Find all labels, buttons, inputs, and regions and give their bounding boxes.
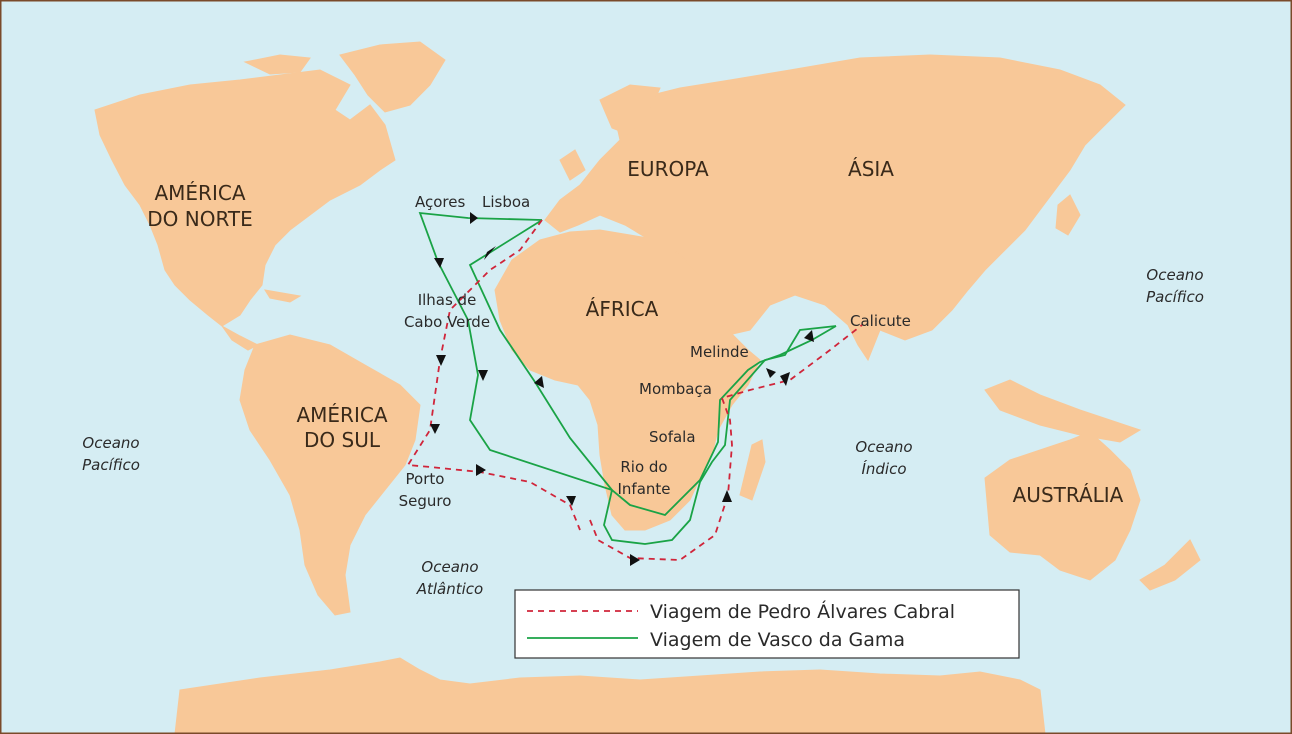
new-zealand bbox=[1139, 539, 1201, 591]
label-cabo-verde-1: Ilhas de bbox=[418, 291, 477, 309]
label-sofala: Sofala bbox=[649, 428, 696, 446]
label-cabo-verde-2: Cabo Verde bbox=[404, 313, 490, 331]
australia bbox=[984, 431, 1141, 581]
arrow bbox=[476, 464, 486, 476]
gama-route-return bbox=[468, 219, 837, 545]
arctic-islands bbox=[243, 54, 311, 75]
british-isles bbox=[559, 149, 586, 181]
arrow bbox=[484, 246, 496, 260]
arrow bbox=[478, 370, 488, 381]
madagascar bbox=[739, 439, 766, 501]
label-oceano-indico-1: Oceano bbox=[855, 438, 912, 456]
label-mombaca: Mombaça bbox=[639, 380, 712, 398]
label-oceano-pacifico-oeste-1: Oceano bbox=[82, 434, 139, 452]
scandinavia bbox=[599, 84, 661, 136]
arrow bbox=[780, 372, 790, 386]
label-oceano-atlantico-2: Atlântico bbox=[416, 580, 483, 598]
arrow bbox=[766, 368, 776, 378]
arrow bbox=[436, 355, 446, 366]
label-melinde: Melinde bbox=[690, 343, 749, 361]
label-oceano-pacifico-oeste-2: Pacífico bbox=[82, 456, 140, 474]
route-arrows bbox=[430, 212, 814, 566]
southeast-asia-islands bbox=[984, 379, 1142, 443]
caribbean bbox=[263, 289, 302, 303]
arrow bbox=[566, 496, 576, 506]
legend-label-gama: Viagem de Vasco da Gama bbox=[650, 629, 905, 651]
arrow bbox=[630, 554, 640, 566]
label-america-norte-1: AMÉRICA bbox=[154, 181, 245, 205]
arrow bbox=[434, 258, 444, 268]
arrow bbox=[430, 424, 440, 434]
arrow bbox=[534, 376, 544, 388]
japan bbox=[1055, 194, 1081, 236]
label-oceano-indico-2: Índico bbox=[861, 459, 906, 478]
legend: Viagem de Pedro Álvares Cabral Viagem de… bbox=[514, 589, 1020, 659]
landmasses bbox=[94, 41, 1201, 734]
label-porto-seguro-1: Porto bbox=[406, 470, 445, 488]
legend-label-cabral: Viagem de Pedro Álvares Cabral bbox=[650, 600, 955, 623]
label-rio-infante-1: Rio do bbox=[620, 458, 667, 476]
label-lisboa: Lisboa bbox=[482, 193, 530, 211]
arrow bbox=[722, 490, 732, 502]
south-america bbox=[239, 334, 421, 616]
label-asia: ÁSIA bbox=[848, 157, 894, 181]
label-porto-seguro-2: Seguro bbox=[399, 492, 452, 510]
antarctica bbox=[174, 657, 1046, 734]
label-acores: Açores bbox=[415, 193, 465, 211]
legend-box bbox=[514, 589, 1020, 659]
arrow bbox=[804, 330, 814, 342]
label-calicute: Calicute bbox=[850, 312, 911, 330]
label-america-norte-2: DO NORTE bbox=[147, 207, 253, 231]
label-oceano-atlantico-1: Oceano bbox=[421, 558, 478, 576]
arrow bbox=[470, 212, 478, 224]
label-oceano-pacifico-leste-2: Pacífico bbox=[1146, 288, 1204, 306]
label-africa: ÁFRICA bbox=[586, 297, 659, 321]
label-rio-infante-2: Infante bbox=[617, 480, 670, 498]
label-europa: EUROPA bbox=[627, 157, 709, 181]
central-america bbox=[221, 325, 260, 351]
greenland bbox=[339, 41, 446, 113]
label-australia: AUSTRÁLIA bbox=[1013, 483, 1124, 507]
north-america bbox=[94, 69, 396, 327]
label-oceano-pacifico-leste-1: Oceano bbox=[1146, 266, 1203, 284]
label-america-sul-2: DO SUL bbox=[304, 428, 381, 452]
label-america-sul-1: AMÉRICA bbox=[296, 403, 387, 427]
